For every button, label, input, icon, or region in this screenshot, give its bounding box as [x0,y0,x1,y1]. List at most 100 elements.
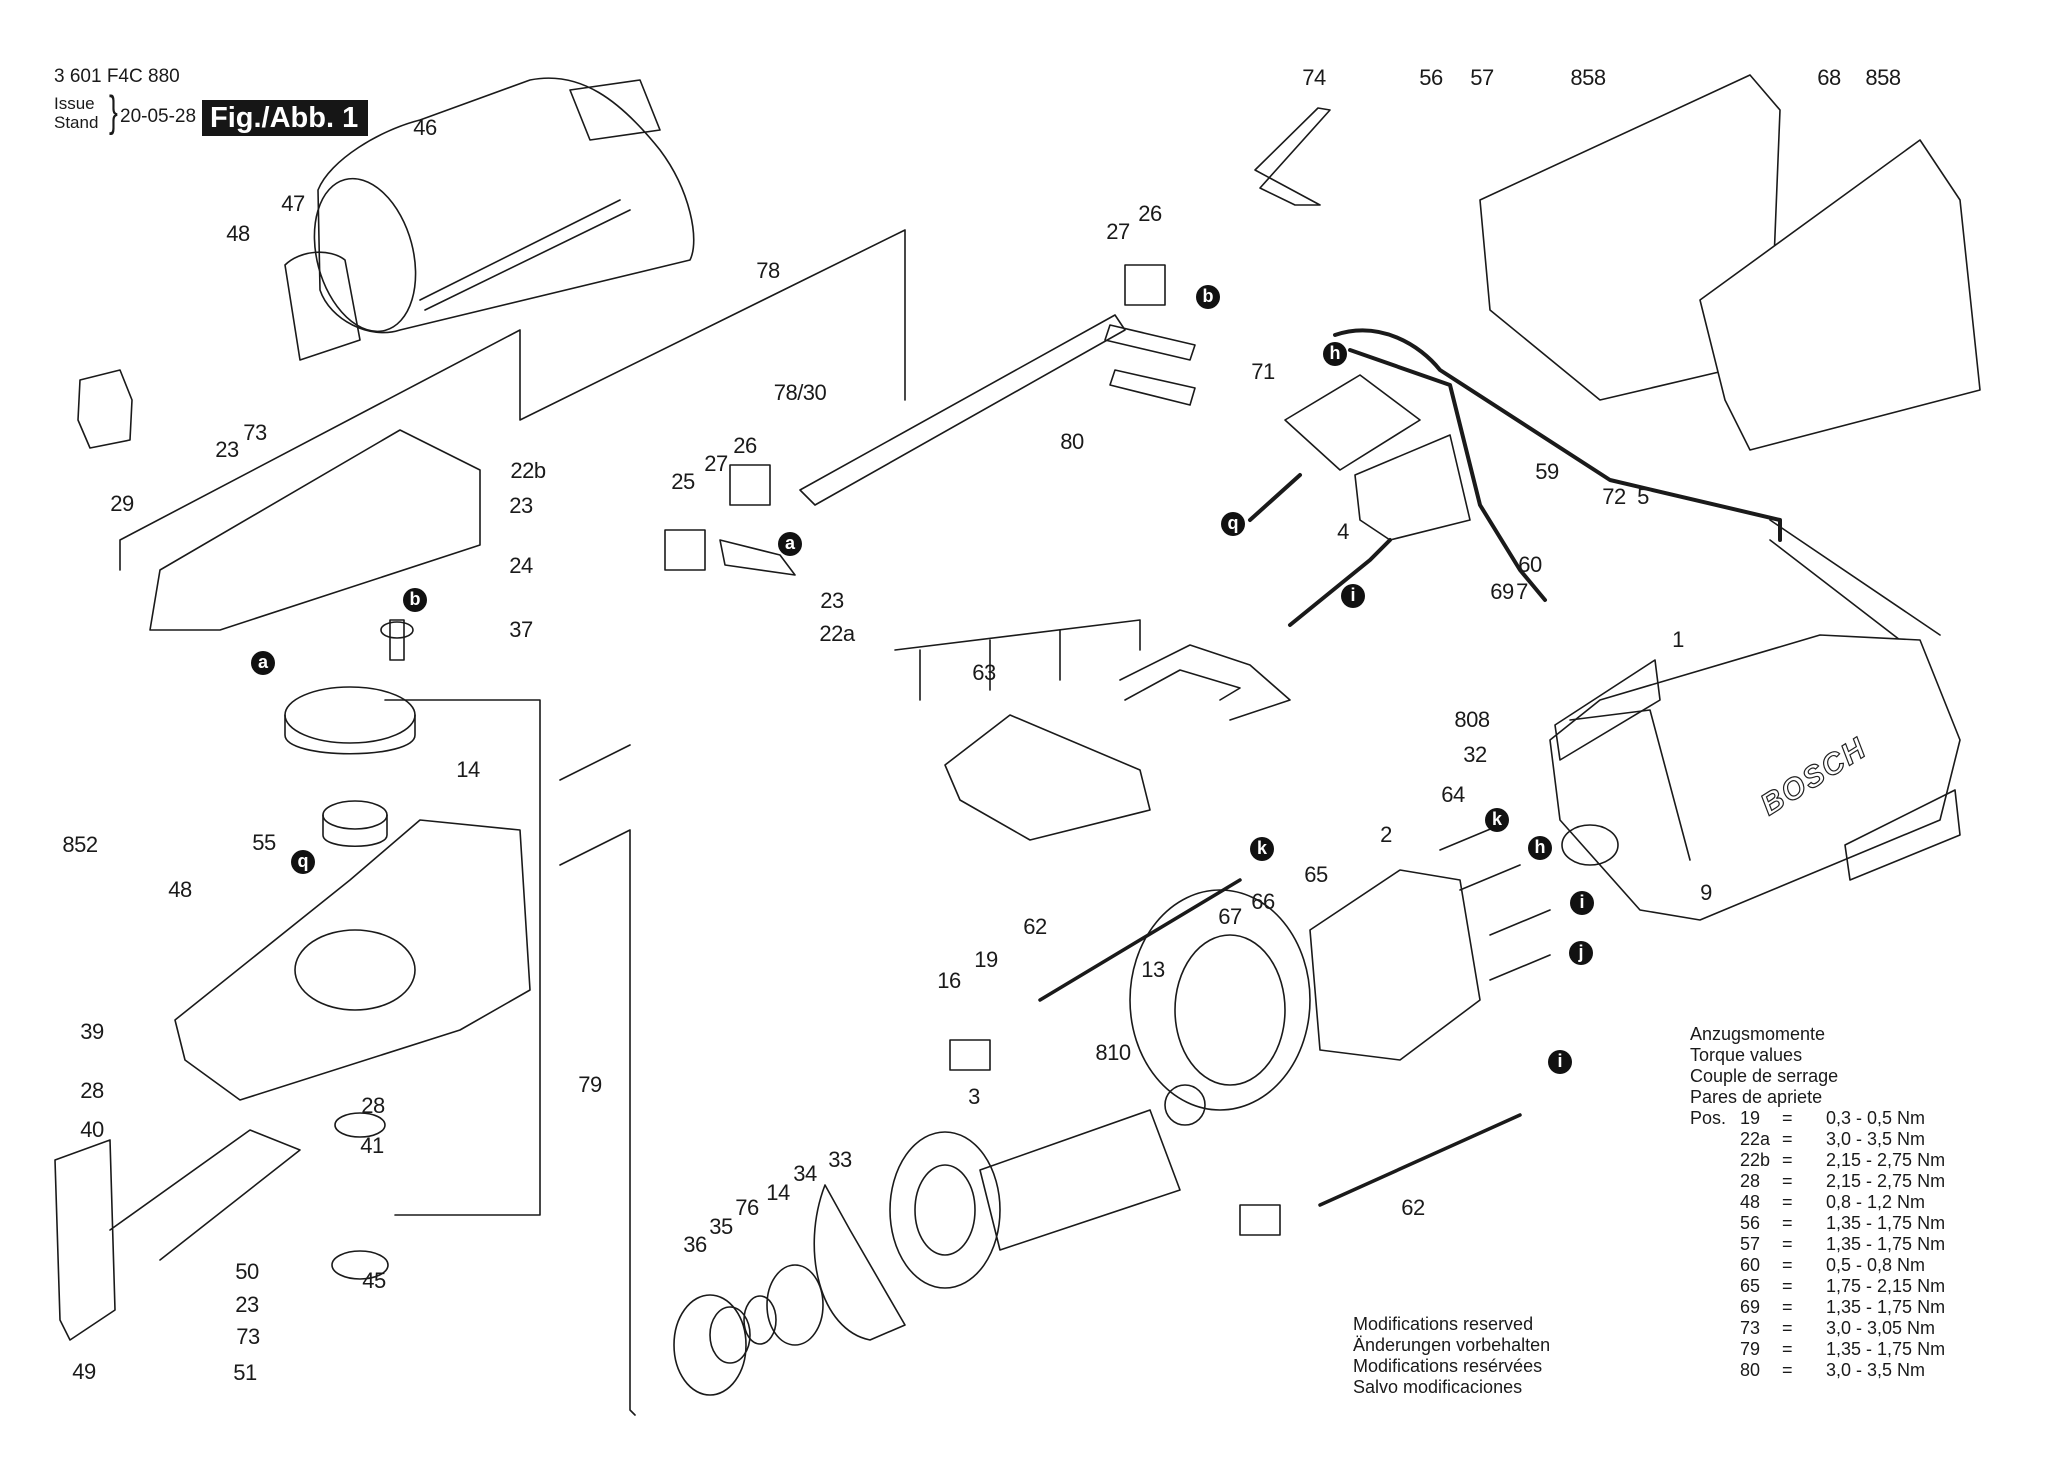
part-label: 24 [509,553,533,578]
part-label: 32 [1463,742,1487,767]
torque-row: Pos.19=0,3 - 0,5 Nm [1690,1108,1945,1129]
leader-78 [119,229,906,571]
part-label: 27 [704,451,728,476]
part-label: 66 [1251,889,1275,914]
torque-heading-es: Pares de apriete [1690,1087,1823,1107]
torque-equals: = [1782,1213,1793,1233]
part-3-armature [979,1109,1181,1251]
modifications-de: Änderungen vorbehalten [1353,1335,1551,1355]
torque-equals: = [1782,1255,1793,1275]
torque-value: 1,35 - 1,75 Nm [1826,1339,1946,1359]
torque-position: 28 [1740,1171,1761,1191]
part-74-hex-key [1254,107,1331,206]
torque-value: 3,0 - 3,5 Nm [1826,1129,1926,1149]
part-63-clamp [944,714,1151,841]
part-label: 76 [735,1195,759,1220]
part-2-stator [1309,869,1481,1061]
part-label: 74 [1302,65,1326,90]
part-label: 63 [972,660,996,685]
torque-equals: = [1782,1297,1793,1317]
part-label: 7 [1516,579,1528,604]
part-label: 73 [243,420,267,445]
part-label: 26 [733,433,757,458]
connection-marker: b [403,588,427,612]
part-label: 23 [509,493,533,518]
torque-pos-label [1690,1318,1740,1339]
connection-marker: a [251,651,275,675]
part-label: 67 [1218,904,1242,929]
part-label: 22b [510,458,546,483]
part-label: 27 [1106,219,1130,244]
torque-equals: = [1782,1108,1793,1128]
part-label: 23 [820,588,844,613]
part-1-motor-housing [1549,634,1961,921]
part-label: 4 [1337,519,1349,544]
torque-position: 79 [1740,1339,1761,1359]
part-label: 62 [1401,1195,1425,1220]
torque-value: 3,0 - 3,5 Nm [1826,1360,1926,1380]
torque-row: 80 = 3,0 - 3,5 Nm [1690,1360,1945,1381]
torque-pos-label [1690,1255,1740,1276]
part-label: 19 [974,947,998,972]
torque-pos-label [1690,1276,1740,1297]
modifications-es: Salvo modificaciones [1353,1377,1523,1397]
connection-marker: k [1485,808,1509,832]
part-label: 14 [456,757,480,782]
part-label: 2 [1380,822,1392,847]
torque-pos-label [1690,1171,1740,1192]
part-label: 5 [1637,484,1649,509]
part-label: 51 [233,1360,257,1385]
connection-marker: i [1341,584,1365,608]
part-label: 808 [1454,707,1490,732]
part-label: 47 [281,191,305,216]
torque-position: 19 [1740,1108,1761,1128]
torque-position: 22a [1740,1129,1771,1149]
part-label: 22a [819,621,855,646]
torque-position: 80 [1740,1360,1761,1380]
part-47-cap [284,251,361,361]
torque-value: 0,8 - 1,2 Nm [1826,1192,1926,1212]
torque-pos-label [1690,1213,1740,1234]
torque-pos-label [1690,1360,1740,1381]
torque-pos-label [1690,1129,1740,1150]
part-label: 73 [236,1324,260,1349]
part-label: 9 [1700,880,1712,905]
torque-equals: = [1782,1129,1793,1149]
part-label: 41 [360,1133,384,1158]
torque-value: 0,5 - 0,8 Nm [1826,1255,1926,1275]
part-label: 78/30 [773,380,827,405]
torque-value: 3,0 - 3,05 Nm [1826,1318,1936,1338]
torque-equals: = [1782,1360,1793,1380]
torque-position: 22b [1740,1150,1771,1170]
part-label: 71 [1251,359,1275,384]
leader-79 [384,699,541,1216]
part-fan [889,1131,1001,1289]
connection-marker: b [1196,285,1220,309]
torque-position: 60 [1740,1255,1761,1275]
torque-position: 73 [1740,1318,1761,1338]
part-label: 46 [413,115,437,140]
part-label: 55 [252,830,276,855]
torque-row: 22b=2,15 - 2,75 Nm [1690,1150,1945,1171]
connection-marker: q [291,850,315,874]
part-label: 39 [80,1019,104,1044]
torque-equals: = [1782,1318,1793,1338]
part-label: 23 [235,1292,259,1317]
part-gear-wheel [284,619,416,755]
torque-value: 1,35 - 1,75 Nm [1826,1297,1946,1317]
part-label: 13 [1141,957,1165,982]
torque-row: 60 = 0,5 - 0,8 Nm [1690,1255,1945,1276]
connection-marker: j [1569,941,1593,965]
torque-equals: = [1782,1192,1793,1212]
connection-marker: h [1323,342,1347,366]
torque-heading-de: Anzugsmomente [1690,1024,1826,1044]
part-label: 28 [80,1078,104,1103]
torque-row: 57=1,35 - 1,75 Nm [1690,1234,1945,1255]
part-49-footplate [54,1129,301,1341]
part-label: 36 [683,1232,707,1257]
part-label: 40 [80,1117,104,1142]
torque-row: 79=1,35 - 1,75 Nm [1690,1339,1945,1360]
torque-equals: = [1782,1171,1793,1191]
